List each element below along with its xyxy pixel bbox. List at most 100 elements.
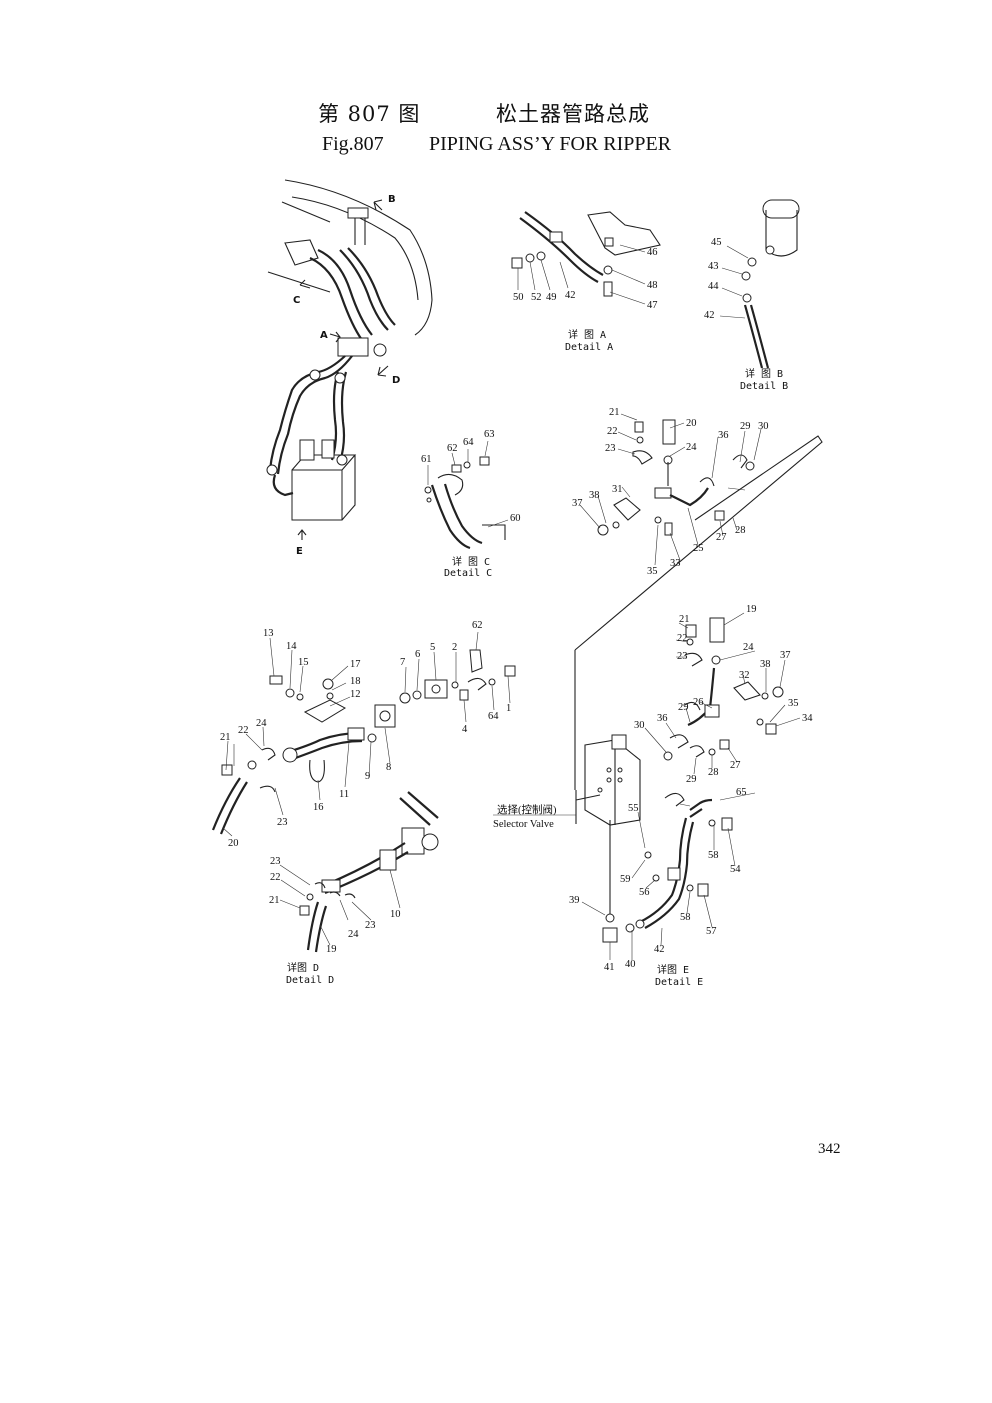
- part-label: 30: [634, 720, 645, 731]
- arrow-d-icon: [377, 365, 389, 377]
- part-label: 14: [286, 641, 297, 652]
- part-label: 62: [472, 620, 483, 631]
- detail-a-view: 46 48 47 50 52 49 42 详 图 A Detail A: [511, 211, 661, 353]
- part-label: 39: [569, 895, 580, 906]
- part-label: 50: [513, 292, 524, 303]
- selector-valve-label-en: Selector Valve: [493, 819, 554, 830]
- part-label: 54: [730, 864, 741, 875]
- detail-b-caption-cn: 详 图 B: [745, 367, 783, 380]
- part-label: 65: [736, 787, 747, 798]
- part-label: 42: [704, 310, 715, 321]
- figure-number-cn: 第 807 图: [318, 102, 421, 126]
- detail-b-view: 45 43 44 42 详 图 B Detail B: [704, 199, 800, 392]
- part-label: 23: [277, 817, 288, 828]
- part-label: 7: [400, 657, 405, 668]
- part-label: 43: [708, 261, 719, 272]
- detail-c-caption-en: Detail C: [444, 568, 492, 579]
- main-assembly-view: B C A D E: [266, 179, 433, 557]
- detail-a-caption-cn: 详 图 A: [568, 328, 606, 341]
- arrow-label-e: E: [296, 546, 303, 557]
- figure-name-en: PIPING ASS’Y FOR RIPPER: [429, 133, 672, 155]
- part-label: 20: [686, 418, 697, 429]
- part-label: 36: [657, 713, 668, 724]
- part-label: 19: [326, 944, 337, 955]
- part-label: 25: [693, 543, 704, 554]
- part-label: 2: [452, 642, 457, 653]
- part-label: 58: [680, 912, 691, 923]
- part-label: 12: [350, 689, 361, 700]
- detail-d-view: 13 14 15 17 18 12 7 6 5 2 62 64 1 4 22 2…: [211, 620, 516, 986]
- part-label: 23: [270, 856, 281, 867]
- part-label: 52: [531, 292, 542, 303]
- part-label: 64: [463, 437, 474, 448]
- part-label: 21: [269, 895, 280, 906]
- part-label: 26: [693, 697, 704, 708]
- part-label: 42: [654, 944, 665, 955]
- part-label: 4: [462, 724, 468, 735]
- part-label: 42: [565, 290, 576, 301]
- part-label: 23: [677, 651, 688, 662]
- part-label: 29: [678, 702, 689, 713]
- arrow-e-icon: [297, 529, 307, 540]
- part-label: 15: [298, 657, 309, 668]
- part-label: 58: [708, 850, 719, 861]
- arrow-b-icon: [373, 199, 383, 211]
- part-label: 37: [780, 650, 791, 661]
- part-label: 21: [609, 407, 620, 418]
- part-label: 48: [647, 280, 658, 291]
- detail-e-caption-cn: 详图 E: [657, 963, 689, 976]
- part-label: 33: [670, 558, 681, 569]
- part-label: 35: [647, 566, 658, 577]
- figure-name-cn: 松土器管路总成: [496, 102, 650, 126]
- arrow-label-a: A: [320, 330, 328, 341]
- arrow-c-icon: [299, 279, 311, 289]
- part-label: 27: [730, 760, 741, 771]
- part-label: 5: [430, 642, 435, 653]
- part-label: 35: [788, 698, 799, 709]
- detail-c-view: 63 62 64 61 60 详 图 C Detail C: [421, 429, 521, 579]
- detail-b-caption-en: Detail B: [740, 381, 788, 392]
- part-label: 36: [718, 430, 729, 441]
- detail-a-caption-en: Detail A: [565, 342, 613, 353]
- part-label: 47: [647, 300, 658, 311]
- part-label: 45: [711, 237, 722, 248]
- part-label: 40: [625, 959, 636, 970]
- arrow-label-c: C: [293, 295, 300, 306]
- part-label: 27: [716, 532, 727, 543]
- part-label: 41: [604, 962, 615, 973]
- arrow-label-d: D: [392, 375, 400, 386]
- part-label: 22: [607, 426, 618, 437]
- part-label: 8: [386, 762, 391, 773]
- detail-d-caption-en: Detail D: [286, 975, 334, 986]
- part-label: 22: [270, 872, 281, 883]
- part-label: 24: [348, 929, 359, 940]
- part-label: 56: [639, 887, 650, 898]
- part-label: 21: [679, 614, 690, 625]
- part-label: 49: [546, 292, 557, 303]
- part-label: 23: [605, 443, 616, 454]
- part-label: 16: [313, 802, 324, 813]
- part-label: 6: [415, 649, 420, 660]
- arrow-label-b: B: [388, 194, 396, 205]
- part-label: 24: [256, 718, 267, 729]
- part-label: 17: [350, 659, 361, 670]
- part-label: 28: [735, 525, 746, 536]
- arrow-a-icon: [329, 331, 341, 343]
- part-label: 9: [365, 771, 370, 782]
- part-label: 24: [686, 442, 697, 453]
- part-label: 22: [238, 725, 249, 736]
- part-label: 22: [677, 633, 688, 644]
- upper-right-detail-view: 21 20 22 23 24 36 29 30 31 37 38 27 28 2…: [572, 407, 823, 651]
- part-label: 60: [510, 513, 521, 524]
- part-label: 30: [758, 421, 769, 432]
- part-label: 61: [421, 454, 432, 465]
- part-label: 44: [708, 281, 719, 292]
- part-label: 37: [572, 498, 583, 509]
- selector-valve-label-cn: 选择(控制阀): [497, 803, 557, 816]
- detail-c-caption-cn: 详 图 C: [452, 555, 490, 568]
- part-label: 38: [760, 659, 771, 670]
- part-label: 32: [739, 670, 750, 681]
- detail-e-view: 19 21 22 24 23 38 37 32 26 35 34 36 29 3…: [493, 604, 813, 988]
